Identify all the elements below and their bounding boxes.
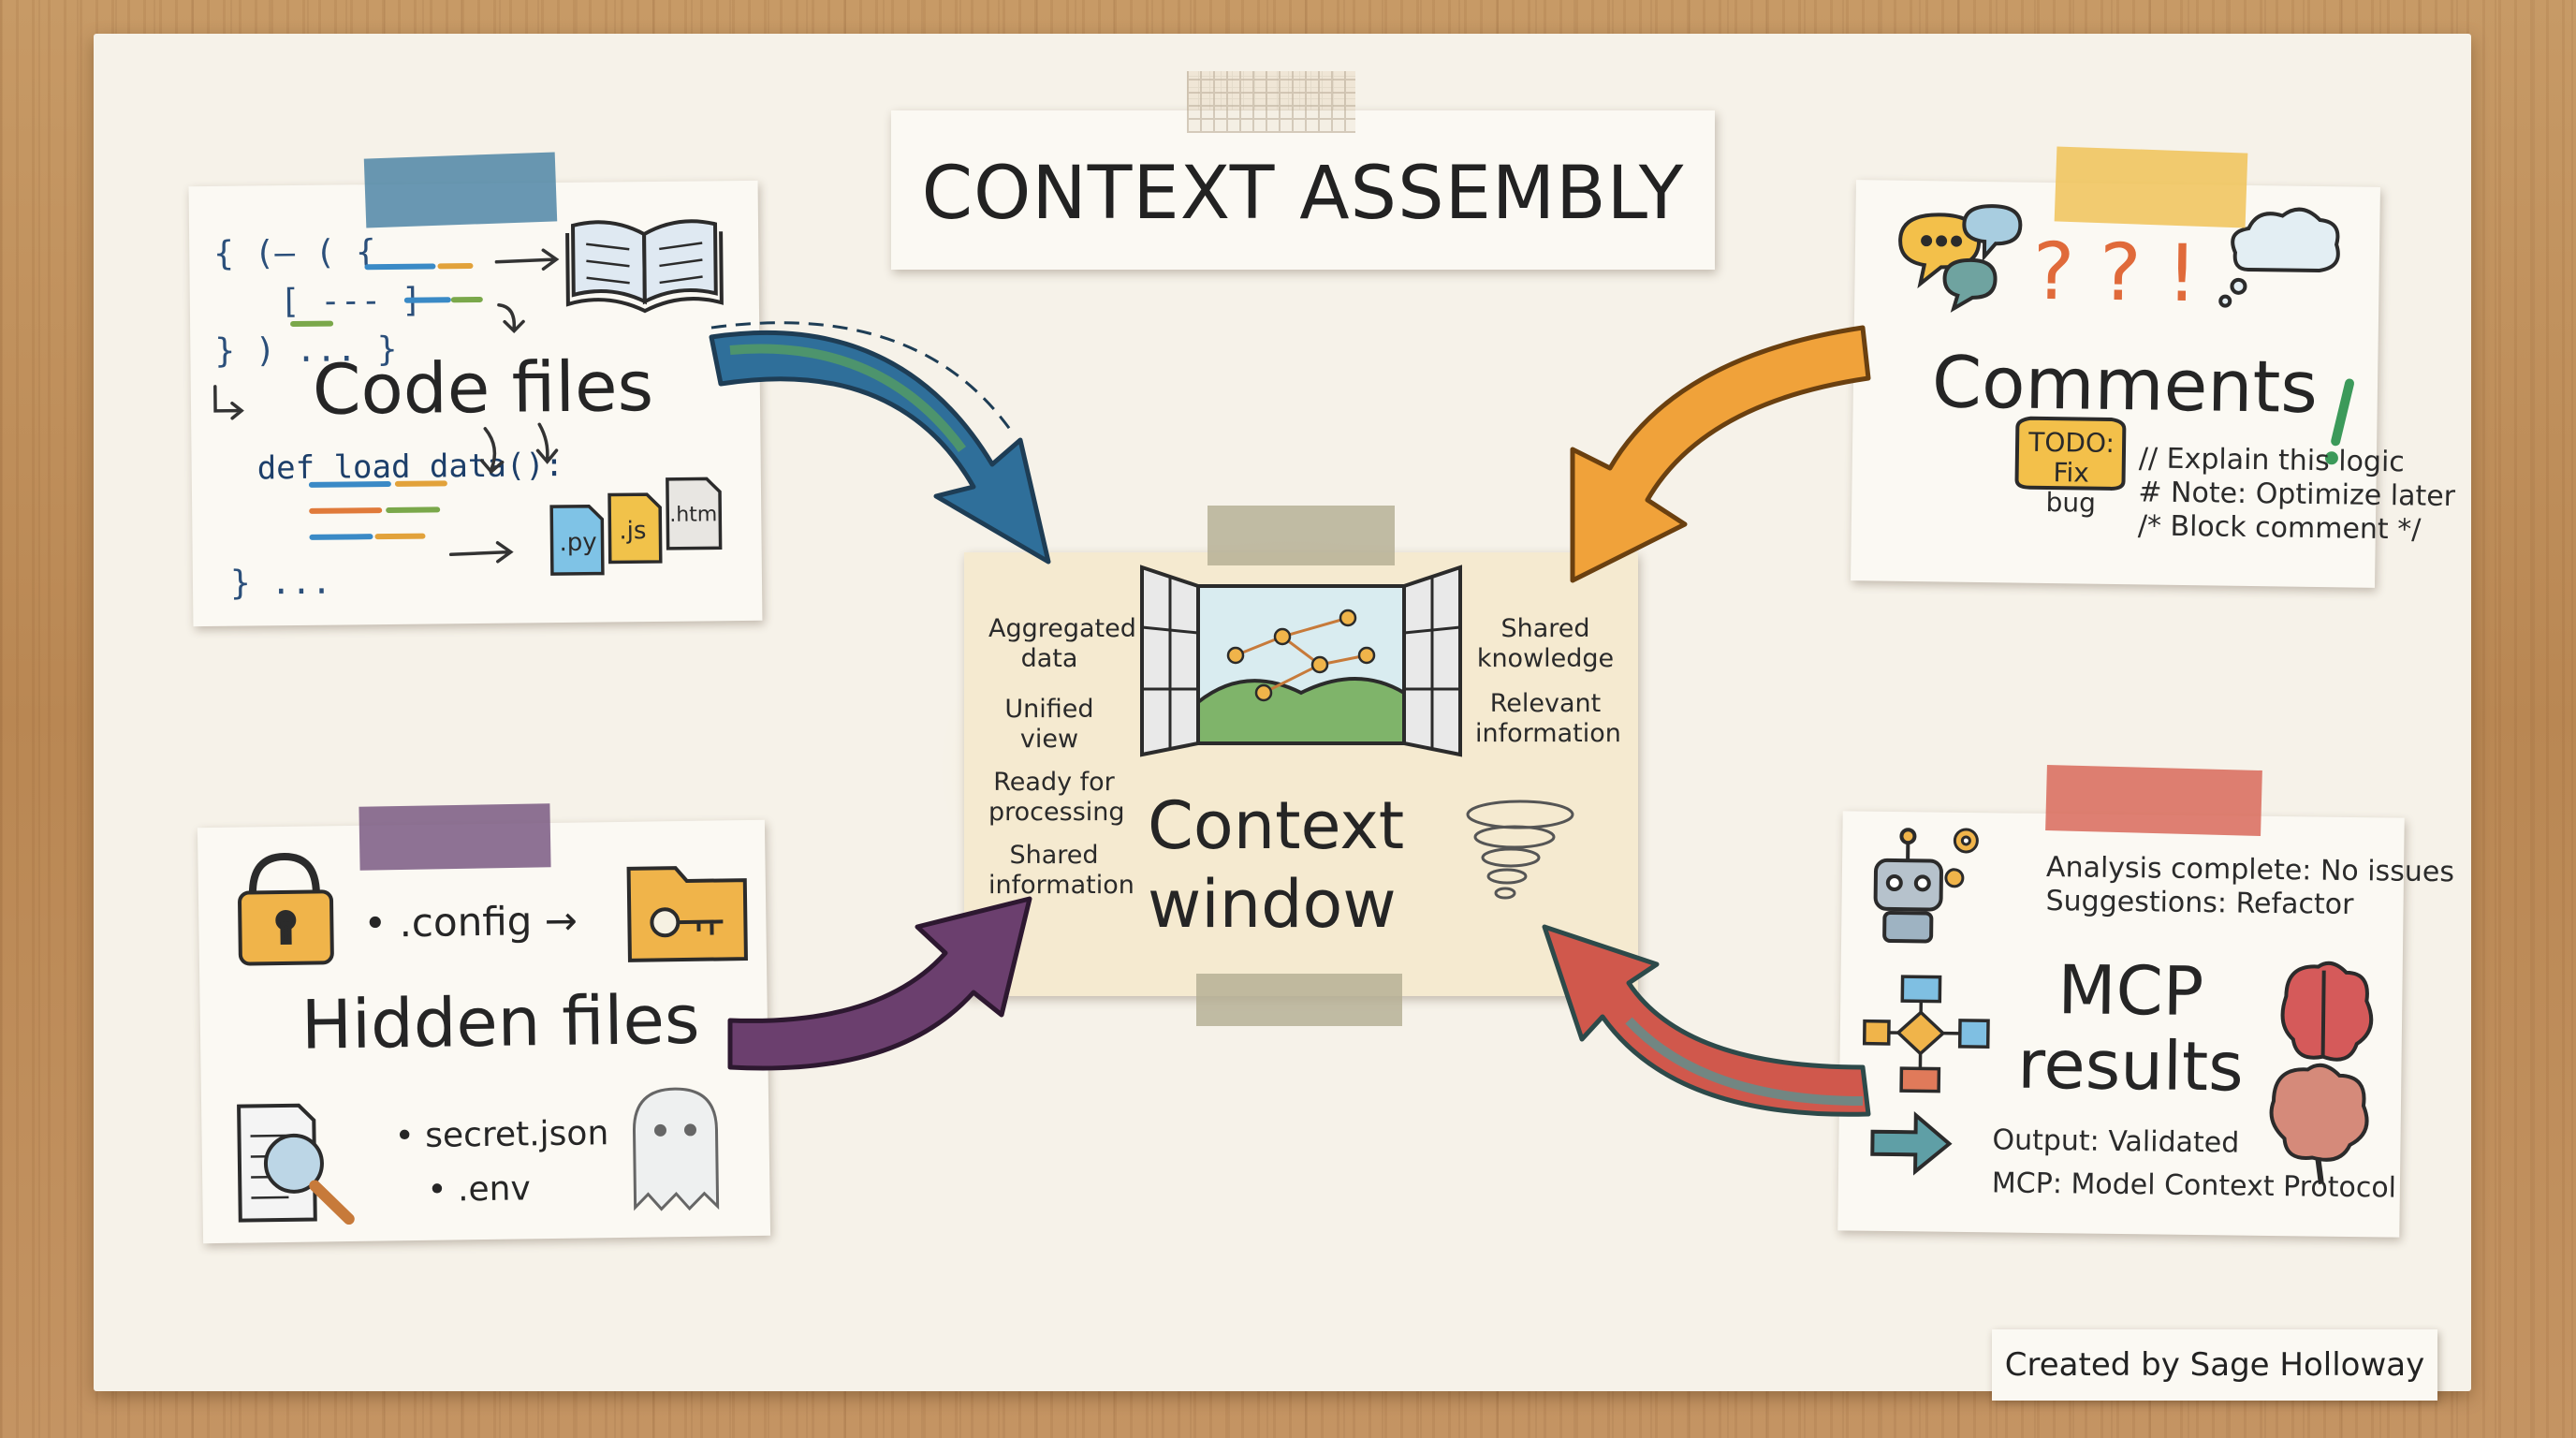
speech-bubble-icon: [1898, 204, 2023, 313]
note-shared-info: Shared information: [988, 841, 1134, 900]
arrow-hidden-to-center: [727, 896, 1032, 1071]
credit-card: Created by Sage Holloway: [1992, 1329, 2437, 1401]
padlock-icon: [238, 852, 334, 966]
code-decorations: [213, 219, 724, 576]
thought-cloud-icon: [2218, 207, 2340, 308]
magnifier-document-icon: [237, 1103, 355, 1225]
hidden-decorations: [237, 852, 748, 1225]
note-relevant: Relevant information: [1475, 689, 1621, 748]
center-tape-top: [1208, 506, 1395, 565]
comments-decorations: [1898, 204, 2355, 491]
context-window-card: Aggregated data Unified view Ready for p…: [964, 552, 1638, 996]
gear-icon: [1944, 828, 1979, 888]
note-unified: Unified view: [1004, 695, 1094, 754]
flowchart-icon: [1862, 975, 1990, 1093]
window-icon: [1140, 565, 1462, 757]
exclamation-icon: [2331, 378, 2355, 447]
arrow-right-icon: [1870, 1111, 1953, 1176]
todo-note: [2014, 416, 2127, 491]
folder-key-icon: [626, 866, 748, 962]
mcp-decorations: [1862, 828, 2374, 1185]
robot-icon: [1873, 828, 1943, 944]
file-py-icon: [549, 504, 605, 576]
credit-text: Created by Sage Holloway: [2004, 1346, 2425, 1384]
context-window-title: Context window: [1148, 787, 1405, 943]
mcp-results-card: Analysis complete: No issues Suggestions…: [1837, 811, 2454, 1238]
note-shared-knowledge: Shared knowledge: [1476, 614, 1615, 673]
arrow-comments-to-center: [1570, 325, 1871, 583]
page-title: CONTEXT ASSEMBLY: [921, 152, 1685, 236]
file-js-icon: [607, 492, 663, 565]
center-decorations: [1140, 565, 1574, 900]
brain-icon: [2269, 961, 2374, 1185]
arrow-code-to-center: [709, 321, 1051, 565]
tornado-icon: [1466, 800, 1574, 900]
arrow-mcp-to-center: [1542, 924, 1871, 1117]
title-tape-top: [1187, 71, 1355, 133]
book-icon: [565, 219, 724, 314]
hidden-files-card: • .config → Hidden files • secret.json •…: [197, 819, 771, 1244]
comments-card: ? ? ! Comments TODO: Fix bug // Explain …: [1851, 180, 2455, 588]
ghost-icon: [632, 1087, 720, 1211]
file-html-icon: [666, 477, 723, 550]
note-ready: Ready for processing: [988, 768, 1125, 827]
code-files-card: { (— ( { [ --- ] } ) ... } Code files de…: [188, 180, 763, 627]
center-tape-bottom: [1196, 974, 1402, 1026]
title-card: CONTEXT ASSEMBLY: [891, 110, 1715, 270]
